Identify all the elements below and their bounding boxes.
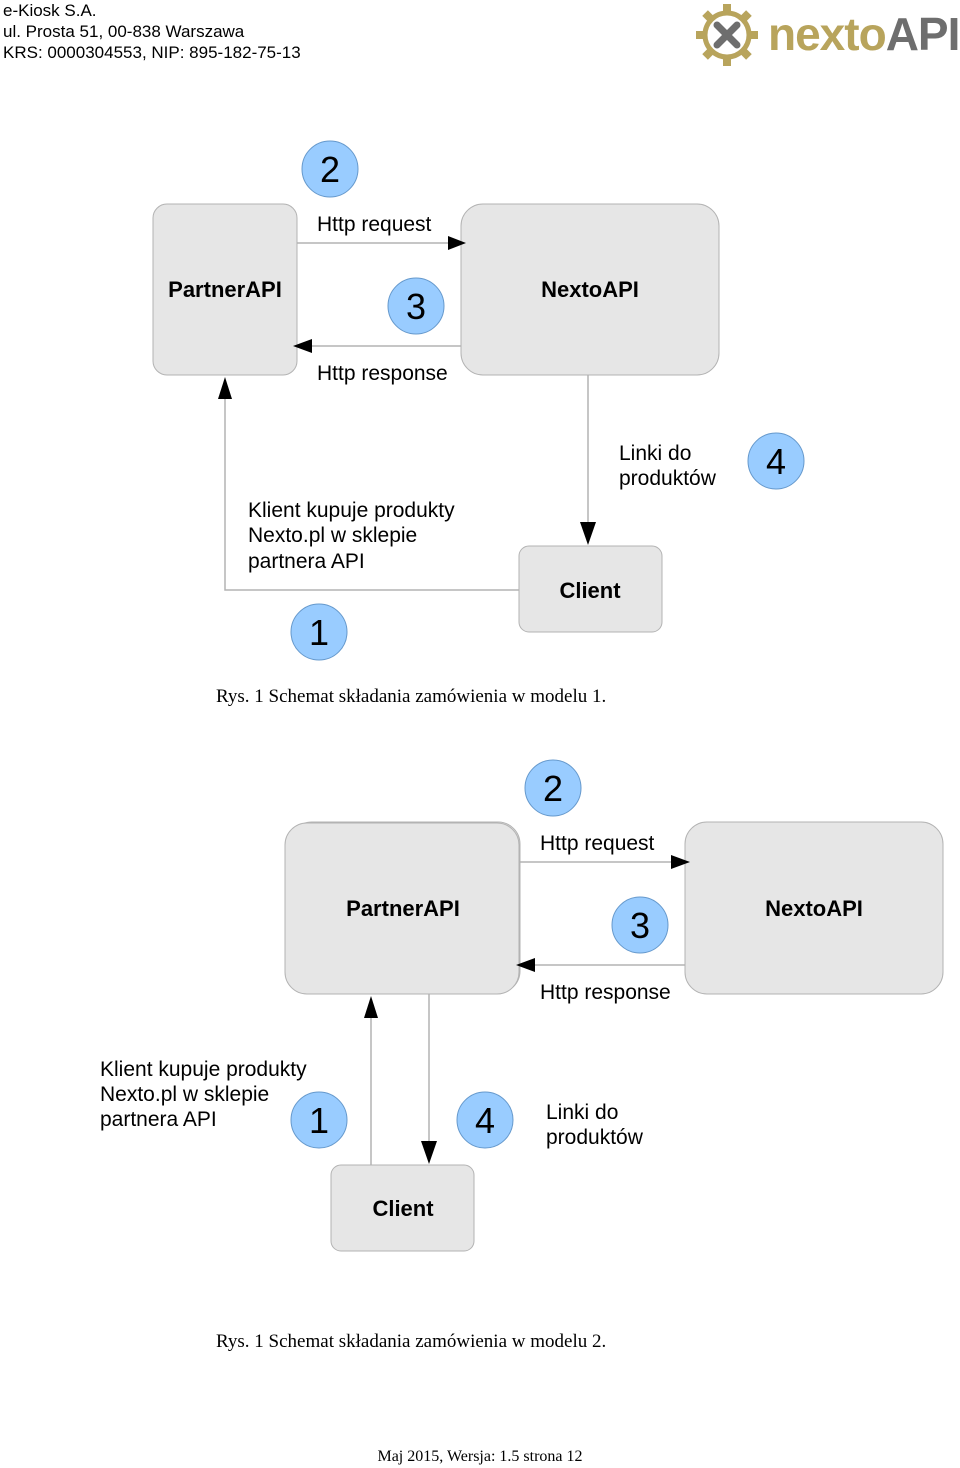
gear-x-icon	[696, 4, 758, 66]
partnerapi-box	[284, 822, 520, 995]
logo-wordmark: nextoAPI	[768, 4, 960, 64]
http-response-label: Http response	[317, 362, 448, 385]
nextoapi-label: NextoAPI	[765, 896, 863, 921]
http-response-label: Http response	[540, 981, 671, 1004]
http-response-arrowhead	[516, 958, 535, 972]
company-name: e-Kiosk S.A.	[3, 1, 97, 20]
step-number-1: 1	[309, 1100, 329, 1141]
partnerapi-label: PartnerAPI	[168, 277, 282, 302]
http-request-label: Http request	[540, 832, 655, 855]
links-text-line-2: produktów	[619, 467, 717, 490]
purchase-arrowhead	[364, 996, 378, 1018]
http-request-arrowhead	[448, 236, 466, 250]
step-badge-4: 4	[747, 432, 805, 490]
step-badge-3: 3	[387, 277, 445, 335]
company-header: e-Kiosk S.A. ul. Prosta 51, 00-838 Warsz…	[3, 0, 403, 63]
page-footer: Maj 2015, Wersja: 1.5 strona 12	[377, 1448, 583, 1465]
client-label: Client	[372, 1196, 434, 1221]
step-badge-3: 3	[611, 896, 669, 954]
step-number-2: 2	[320, 149, 340, 190]
purchase-arrow	[224, 393, 519, 591]
client-box	[330, 1164, 475, 1252]
step-number-3: 3	[630, 905, 650, 946]
step-number-4: 4	[475, 1100, 495, 1141]
step-badge-1: 1	[290, 1091, 348, 1149]
buy-text-line-1: Klient kupuje produkty	[100, 1058, 307, 1081]
diagram-2: PartnerAPI NextoAPI Client Http request …	[100, 759, 944, 1252]
partnerapi-box	[152, 203, 298, 376]
company-registry: KRS: 0000304553, NIP: 895-182-75-13	[3, 43, 301, 62]
logo-part-api: API	[885, 8, 960, 60]
logo-part-nexto: nexto	[768, 8, 887, 60]
step-number-2: 2	[543, 768, 563, 809]
buy-text-line-3: partnera API	[100, 1108, 217, 1131]
diagram-1: PartnerAPI NextoAPI Client Http request …	[152, 140, 805, 661]
buy-text-line-1: Klient kupuje produkty	[248, 499, 455, 522]
links-arrowhead	[580, 522, 596, 545]
nextoapi-box	[684, 821, 944, 995]
http-request-arrowhead	[671, 855, 690, 869]
links-text-line-2: produktów	[546, 1126, 644, 1149]
step-number-3: 3	[406, 286, 426, 327]
step-badge-2: 2	[301, 140, 359, 198]
company-address: ul. Prosta 51, 00-838 Warszawa	[3, 22, 245, 41]
figure-caption-2: Rys. 1 Schemat składania zamówienia w mo…	[216, 1331, 607, 1352]
buy-text-line-2: Nexto.pl w sklepie	[248, 524, 417, 547]
step-badge-4: 4	[456, 1091, 514, 1149]
buy-text-line-2: Nexto.pl w sklepie	[100, 1083, 269, 1106]
links-text-line-1: Linki do	[619, 442, 691, 465]
links-arrowhead	[421, 1141, 437, 1164]
links-text-line-1: Linki do	[546, 1101, 618, 1124]
client-label: Client	[559, 578, 621, 603]
nextoapi-logo: nextoAPI	[694, 2, 960, 68]
http-request-label: Http request	[317, 213, 432, 236]
nextoapi-box	[460, 203, 720, 376]
step-number-4: 4	[766, 441, 786, 482]
client-box	[518, 545, 663, 633]
buy-text-line-3: partnera API	[248, 550, 365, 573]
http-response-arrowhead	[293, 339, 312, 353]
step-badge-1: 1	[290, 603, 348, 661]
purchase-arrowhead	[218, 377, 232, 399]
nextoapi-label: NextoAPI	[541, 277, 639, 302]
step-number-1: 1	[309, 612, 329, 653]
step-badge-2: 2	[524, 759, 582, 817]
partnerapi-label: PartnerAPI	[346, 896, 460, 921]
figure-caption-1: Rys. 1 Schemat składania zamówienia w mo…	[216, 686, 607, 707]
